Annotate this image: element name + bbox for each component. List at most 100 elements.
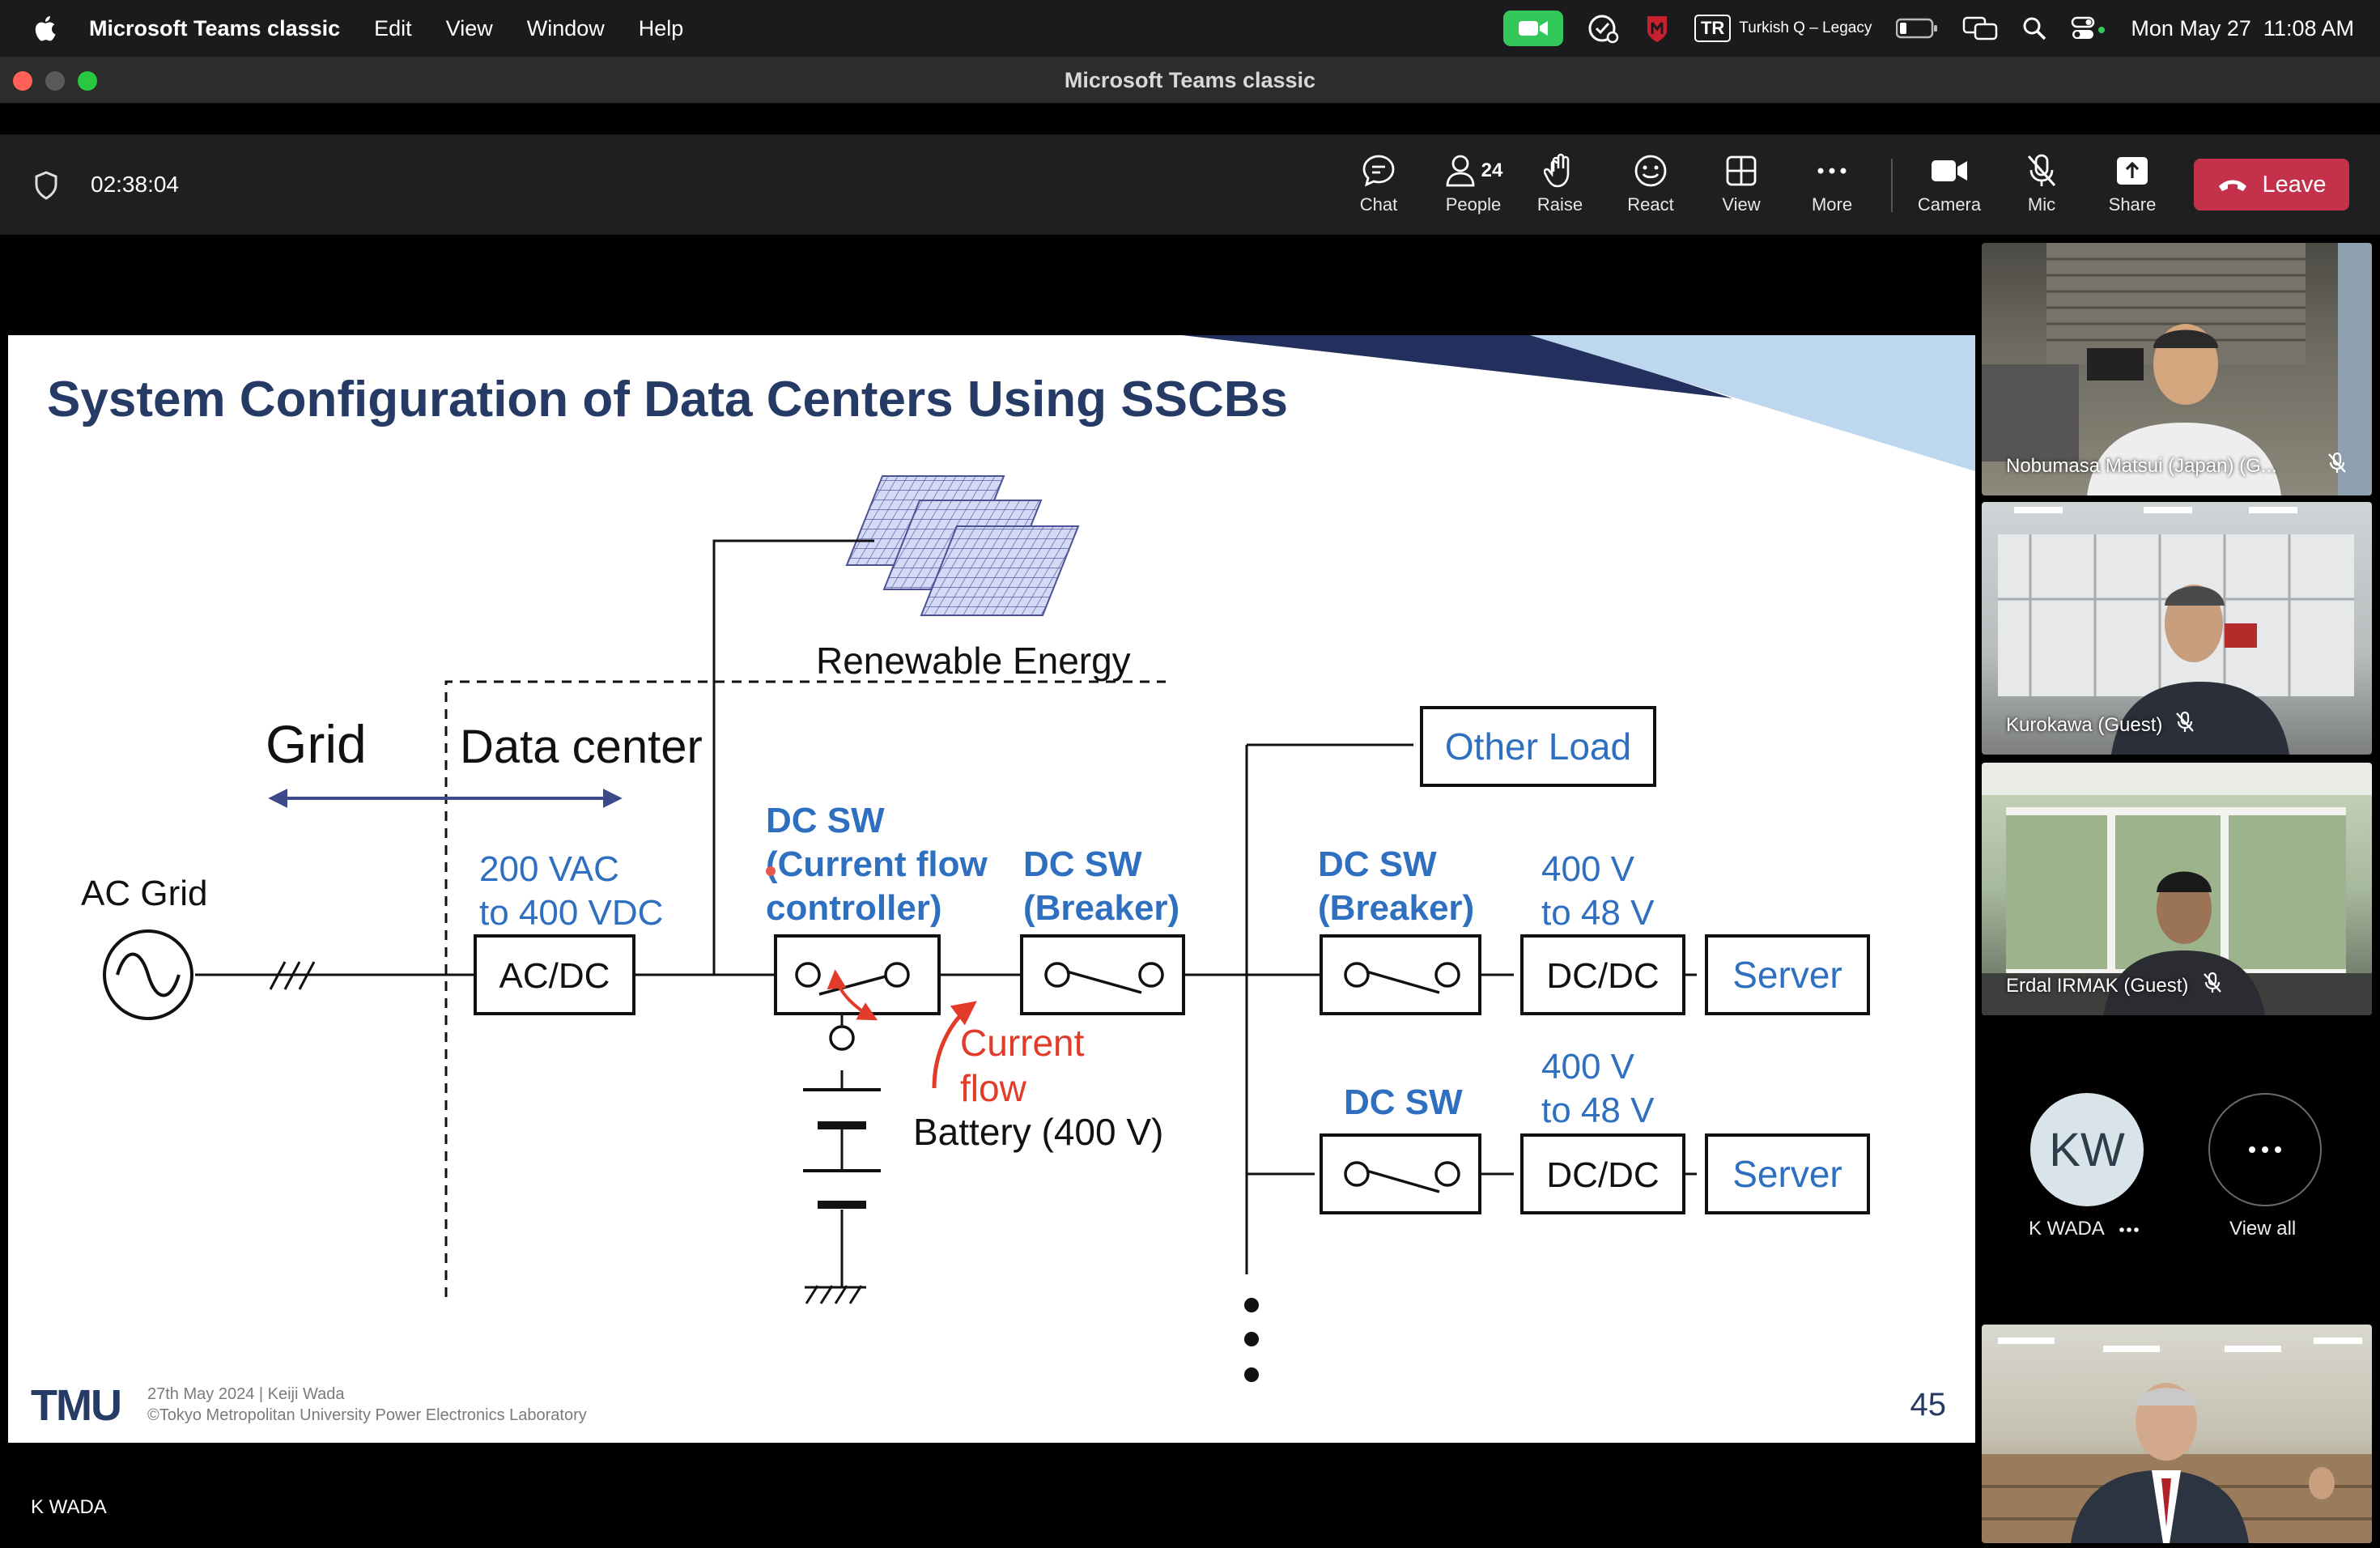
battery-label: Battery (400 V) [913,1111,1163,1153]
other-load-box [1420,706,1656,787]
slide-canvas: System Configuration of Data Centers Usi… [31,335,1975,1430]
spotlight-search-icon[interactable] [2022,16,2046,40]
server2-label: Server [1732,1153,1842,1195]
participant-name-3: Erdal IRMAK (Guest) [2006,975,2189,997]
tmu-logo: TMU [31,1381,122,1430]
dcsw-breaker1-line2: (Breaker) [1023,888,1179,928]
window-zoom-button[interactable] [78,71,97,91]
participant-video-3 [1982,763,2372,1015]
menu-app-name[interactable]: Microsoft Teams classic [89,15,341,40]
participant-tile-4[interactable] [1982,1325,2372,1543]
data-center-boundary [444,680,1166,1297]
screen-mirroring-icon[interactable] [1962,16,1998,40]
camera-button[interactable]: Camera [1909,151,1990,219]
participant-name-2: Kurokawa (Guest) [2006,714,2163,736]
menu-view[interactable]: View [445,15,493,40]
camera-label: Camera [1917,194,1982,215]
participant-tile-3[interactable]: Erdal IRMAK (Guest) [1982,763,2372,1015]
menu-bar: Microsoft Teams classic Edit View Window… [0,0,2380,57]
renewable-energy-label: Renewable Energy [816,640,1131,682]
ground-hash-marks [269,961,866,1304]
server1-box [1705,934,1870,1015]
meeting-timer: 02:38:04 [91,172,179,197]
battery-symbol [803,1025,881,1209]
dcsw-controller-line3: controller) [766,888,942,928]
input-source-indicator[interactable]: TR Turkish Q – Legacy [1694,15,1872,42]
leave-label: Leave [2262,171,2327,198]
people-button[interactable]: 24 People [1429,151,1518,219]
dcsw-plain-label: DC SW [1344,1082,1463,1122]
hang-up-icon [2219,180,2247,191]
more-dots-icon [1817,168,1847,174]
dcdc1-voltage-line1: 400 V [1541,849,1635,889]
people-icon [1446,155,1475,187]
leave-button[interactable]: Leave [2194,159,2349,211]
camera-in-use-icon[interactable] [1502,11,1563,46]
shared-slide: System Configuration of Data Centers Usi… [8,335,1975,1443]
control-center-icon[interactable] [2071,15,2106,41]
solar-panel-icon [845,475,1080,616]
participant-avatar-kw[interactable]: KW [2030,1093,2144,1206]
svg-text:TMU: TMU [31,1381,121,1430]
participant-video-1 [1982,243,2372,495]
participant-1-mic-muted-icon [2328,452,2346,473]
participant-kw-name: K WADA [2029,1218,2140,1240]
mic-label: Mic [2027,194,2056,215]
shield-security-icon[interactable] [1644,13,1670,44]
dcdc1-label: DC/DC [1546,956,1659,996]
meeting-toolbar: 02:38:04 [0,134,2380,235]
react-button[interactable]: React [1610,151,1691,219]
share-button[interactable]: Share [2092,151,2173,219]
view-all-button[interactable] [2208,1093,2322,1206]
participant-tile-1[interactable]: Nobumasa Matsui (Japan) (G... [1982,243,2372,495]
view-all-dots-icon [2249,1146,2281,1153]
dcdc2-voltage-line2: to 48 V [1541,1091,1655,1130]
meeting-info-shield-icon[interactable] [32,170,60,201]
mic-button[interactable]: Mic [2001,151,2082,219]
slide-header-decoration-dark [1182,335,1732,398]
toolbar-divider [1891,159,1893,212]
data-center-label: Data center [460,721,703,773]
other-load-label: Other Load [1445,725,1631,768]
converter-label-line1: 200 VAC [479,849,619,889]
acdc-box [474,934,635,1015]
participant-tile-2[interactable]: Kurokawa (Guest) [1982,502,2372,755]
window-title-bar: Microsoft Teams classic [0,57,2380,104]
menu-window[interactable]: Window [526,15,605,40]
server1-label: Server [1732,954,1842,996]
slide-header-decoration-light [1530,335,1975,471]
dcsw-breaker2-switch-icon [1344,962,1460,994]
window-close-button[interactable] [13,71,32,91]
view-button[interactable]: View [1701,151,1782,219]
dcsw-controller-line1: DC SW [766,801,885,840]
chat-button[interactable]: Chat [1338,151,1419,219]
dcdc1-voltage-line2: to 48 V [1541,893,1655,933]
laser-pointer-dot [766,866,776,876]
mic-muted-icon [2027,154,2056,186]
participant-kw-more-icon[interactable] [2119,1227,2140,1233]
window-minimize-button[interactable] [45,71,65,91]
continuation-dots [1244,1298,1259,1382]
focus-check-icon[interactable] [1587,12,1620,45]
participant-3-mic-muted-icon [2204,972,2221,993]
slide-page-number: 45 [1910,1387,1947,1423]
dcsw-breaker1-switch-icon [1044,962,1164,994]
participant-video-2 [1998,507,2354,755]
raise-hand-button[interactable]: Raise [1519,151,1600,219]
dcsw-controller-line2: (Current flow [766,844,988,884]
footer-line1: 27th May 2024 | Keiji Wada [147,1385,345,1403]
menu-help[interactable]: Help [638,15,684,40]
battery-icon[interactable] [1896,18,1938,39]
view-label: View [1722,194,1761,215]
raise-hand-icon [1544,153,1570,188]
participant-name-1: Nobumasa Matsui (Japan) (G... [2006,455,2277,477]
menu-clock[interactable]: Mon May 27 11:08 AM [2131,15,2354,40]
dcsw-breaker2-line2: (Breaker) [1318,888,1474,928]
apple-logo-icon[interactable] [32,15,57,42]
share-label: Share [2108,194,2157,215]
acdc-label: AC/DC [499,956,610,996]
ac-grid-label: AC Grid [81,874,207,913]
menu-edit[interactable]: Edit [374,15,412,40]
more-button[interactable]: More [1791,151,1872,219]
dcdc2-voltage-line1: 400 V [1541,1047,1635,1087]
